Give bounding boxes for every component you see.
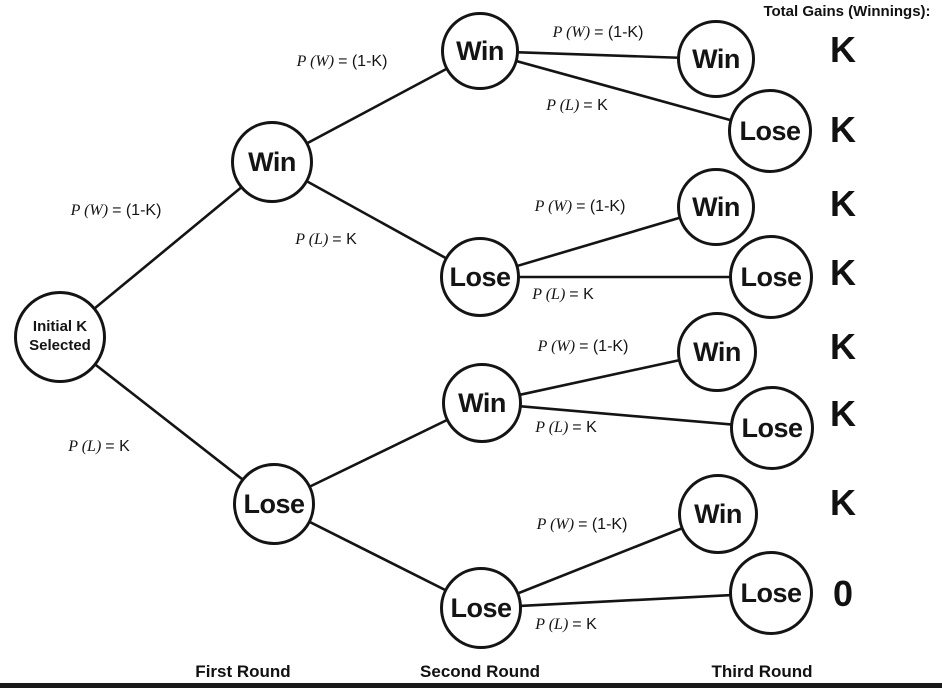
prob-expression: P (L) <box>68 438 102 455</box>
prob-expression: P (L) <box>532 286 566 303</box>
edge-label-prob-lose: P (L)= K <box>532 286 594 304</box>
prob-expression: P (W) <box>536 516 575 533</box>
round-label-third: Third Round <box>711 662 813 681</box>
edge-label-prob-lose: P (L)= K <box>295 231 357 249</box>
node-round2-lose-lose: Lose <box>440 567 522 649</box>
prob-value: = (1-K) <box>579 338 629 355</box>
node-round2-win-win: Win <box>441 12 519 90</box>
prob-value: = K <box>332 231 357 248</box>
edge-label-prob-win: P (W)= (1-K) <box>297 53 388 71</box>
edge-label-prob-lose: P (L)= K <box>546 97 608 115</box>
gain-value: K <box>830 482 856 523</box>
prob-expression: P (W) <box>537 338 576 355</box>
edge-line <box>481 401 773 430</box>
gain-value: K <box>830 393 856 434</box>
node-round3-win-lose-lose: Lose <box>729 235 813 319</box>
round-label-first: First Round <box>195 662 291 681</box>
node-round3-win-win-lose: Lose <box>728 89 812 173</box>
edge-label-prob-lose: P (L)= K <box>535 419 597 437</box>
prob-expression: P (L) <box>295 231 329 248</box>
edge-label-prob-win: P (W)= (1-K) <box>537 516 628 534</box>
round-label-second: Second Round <box>420 662 540 681</box>
node-round3-lose-win-win: Win <box>677 312 757 392</box>
prob-value: = K <box>105 438 130 455</box>
prob-expression: P (L) <box>535 419 569 436</box>
prob-value: = K <box>572 616 597 633</box>
prob-expression: P (W) <box>552 24 591 41</box>
edge-label-prob-win: P (W)= (1-K) <box>535 198 626 216</box>
edge-label-prob-win: P (W)= (1-K) <box>538 338 629 356</box>
gain-value: K <box>830 29 856 70</box>
prob-value: = (1-K) <box>594 24 644 41</box>
prob-expression: P (W) <box>296 53 335 70</box>
edge-lines <box>59 49 773 610</box>
edge-line <box>479 205 717 279</box>
node-root-initial-k: Initial K Selected <box>14 291 106 383</box>
prob-expression: P (L) <box>535 616 569 633</box>
edge-label-prob-win: P (W)= (1-K) <box>71 202 162 220</box>
edge-label-prob-lose: P (L)= K <box>535 616 597 634</box>
prob-value: = (1-K) <box>576 198 626 215</box>
prob-expression: P (W) <box>534 198 573 215</box>
prob-value: = (1-K) <box>338 53 388 70</box>
prob-expression: P (L) <box>546 97 580 114</box>
node-round3-lose-lose-lose: Lose <box>729 551 813 635</box>
node-round3-win-lose-win: Win <box>677 168 755 246</box>
prob-value: = (1-K) <box>112 202 162 219</box>
node-round1-win: Win <box>231 121 313 203</box>
edge-line <box>479 49 771 133</box>
prob-value: = K <box>583 97 608 114</box>
edge-line <box>479 49 717 61</box>
total-gains-heading: Total Gains (Winnings): <box>763 3 931 20</box>
edge-label-prob-lose: P (L)= K <box>68 438 130 456</box>
node-round3-lose-lose-win: Win <box>678 474 758 554</box>
node-round2-win-lose: Lose <box>440 237 520 317</box>
node-round2-lose-win: Win <box>442 363 522 443</box>
prob-value: = K <box>572 419 597 436</box>
gain-value: 0 <box>832 573 854 614</box>
edge-line <box>480 512 719 610</box>
node-round3-lose-win-lose: Lose <box>730 386 814 470</box>
gain-value: K <box>830 326 856 367</box>
gain-value: K <box>830 252 856 293</box>
prob-value: = K <box>569 286 594 303</box>
edge-label-prob-win: P (W)= (1-K) <box>553 24 644 42</box>
prob-expression: P (W) <box>70 202 109 219</box>
bottom-bar <box>0 683 942 688</box>
gain-value: K <box>830 109 856 150</box>
gain-value: K <box>830 183 856 224</box>
prob-value: = (1-K) <box>578 516 628 533</box>
edge-line <box>480 591 772 610</box>
node-round3-win-win-win: Win <box>677 20 755 98</box>
node-round1-lose: Lose <box>233 463 315 545</box>
